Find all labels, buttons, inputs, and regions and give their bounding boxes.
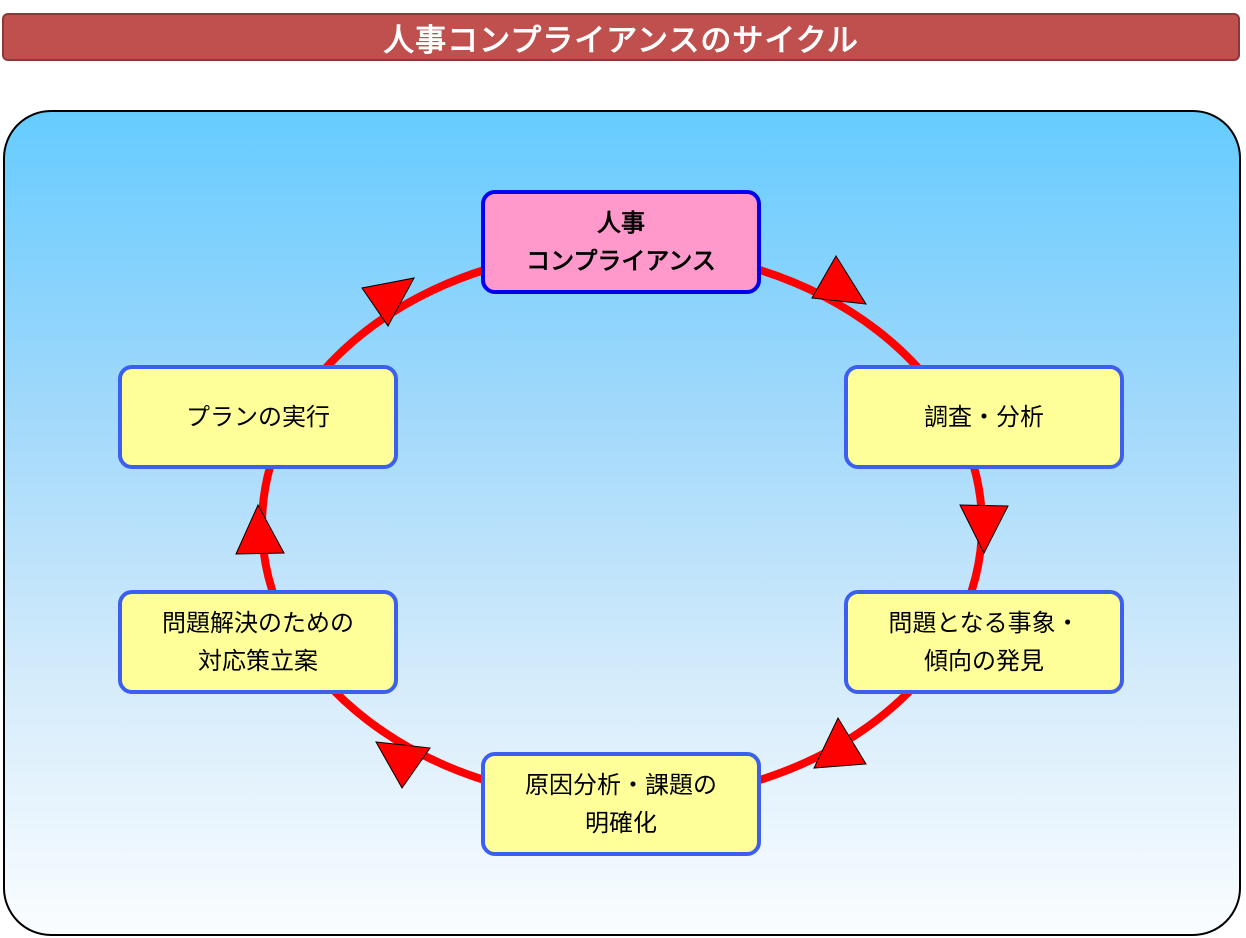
node-plan-execution: プランの実行 [118, 365, 398, 469]
cycle-ring-path [258, 245, 986, 805]
node-solution-planning-line-1: 問題解決のための [162, 609, 354, 637]
node-issue-discovery-line-1: 問題となる事象・ [888, 609, 1080, 637]
node-issue-discovery: 問題となる事象・ 傾向の発見 [844, 590, 1124, 694]
node-root-cause-analysis-line-1: 原因分析・課題の [525, 771, 717, 799]
node-investigation-analysis-line-1: 調査・分析 [924, 403, 1044, 431]
cycle-arrow-3 [813, 716, 867, 769]
node-solution-planning: 問題解決のための 対応策立案 [118, 590, 398, 694]
cycle-arrow-5 [235, 503, 285, 555]
cycle-arrow-1 [811, 255, 867, 305]
node-root-cause-analysis-line-2: 明確化 [585, 809, 657, 837]
cycle-arrow-4 [375, 741, 431, 789]
cycle-arrow-6 [361, 277, 415, 327]
node-solution-planning-line-2: 対応策立案 [198, 647, 318, 675]
node-root-cause-analysis: 原因分析・課題の 明確化 [481, 752, 761, 856]
node-hr-compliance-line-1: 人事 [597, 209, 645, 237]
cycle-arrow-2 [959, 504, 1009, 555]
title-bar: 人事コンプライアンスのサイクル [2, 13, 1240, 61]
node-hr-compliance: 人事 コンプライアンス [481, 190, 761, 294]
node-issue-discovery-line-2: 傾向の発見 [924, 647, 1044, 675]
diagram-title: 人事コンプライアンスのサイクル [383, 22, 859, 59]
node-hr-compliance-line-2: コンプライアンス [526, 247, 716, 275]
node-investigation-analysis: 調査・分析 [844, 365, 1124, 469]
node-plan-execution-line-1: プランの実行 [186, 403, 330, 431]
